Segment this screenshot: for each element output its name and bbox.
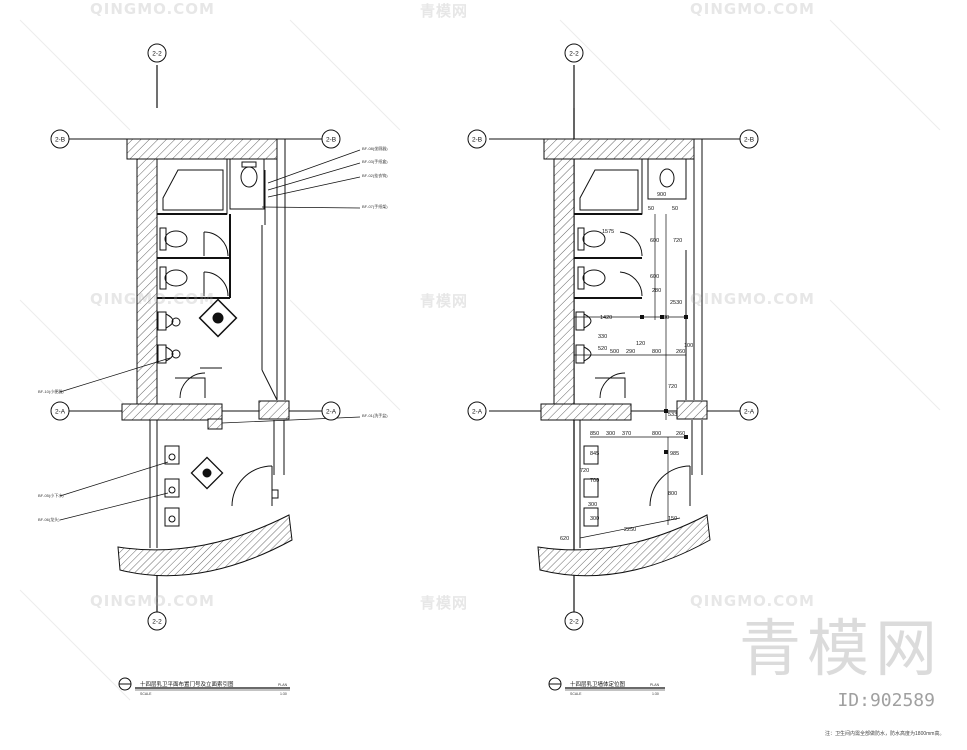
dimension-label: 850 [590,431,599,437]
dimension-label: 120 [636,341,645,347]
asset-id: ID:902589 [837,690,935,711]
dimension-label: 800 [652,431,661,437]
axis-bubbles [50,43,759,631]
axis-label-row-b-left: 2-B [55,137,65,144]
watermark-lines [19,19,941,701]
right-dimensions: 900 50 50 1575 720 600 600 280 2530 1420 900 330 520… [560,192,693,542]
dimension-label: 500 [610,349,619,355]
dimension-label: 900 [660,315,669,321]
dimension-label: 290 [626,349,635,355]
dimension-label: 2250 [624,527,636,533]
dimension-label: 280 [652,288,661,294]
dimension-label: 900 [657,192,666,198]
dimension-label: 620 [560,536,569,542]
axis-label-top-left: 2-2 [152,51,162,58]
callout-6: BF-01(洗手盆) [362,412,388,418]
callout-4: BF-07(手纸架) [362,203,388,209]
dimension-label: 600 [650,238,659,244]
dimension-label: 330 [598,334,607,340]
dimension-label: 50 [648,206,654,212]
axis-label-row-b-right2: 2-B [744,137,754,144]
dimension-label: 100 [684,343,693,349]
dimension-label: 800 [668,491,677,497]
axis-label-top-right: 2-2 [569,51,579,58]
left-title: 十四层乳卫平面布置门号及立面索引图 [140,680,234,688]
right-title-block: 十四层乳卫墙体定位图 SCALE PLAN 1:30 [548,677,665,696]
dimension-label: 370 [622,431,631,437]
dimension-label: 2530 [670,300,682,306]
right-scale-label: SCALE [570,692,582,696]
dimension-label: 300 [606,431,615,437]
right-floor-plan [489,65,742,612]
dimension-label: 1420 [600,315,612,321]
dimension-label: 533 [668,412,677,418]
dimension-label: 600 [650,274,659,280]
footnote: 注：卫生间内需全部做防水，防水高度为1800mm高。 [825,731,945,737]
callout-1: BF-08(坐厕器) [362,145,388,151]
axis-label-row-a-right2: 2-A [744,409,755,416]
axis-label-bottom-left: 2-2 [152,619,162,626]
brand-watermark: 青模网 [738,612,943,685]
dimension-label: 845 [590,451,599,457]
dimension-label: 300 [590,516,599,522]
dimension-label: 700 [590,478,599,484]
left-title-block: 十四层乳卫平面布置门号及立面索引图 SCALE PLAN 1:30 [118,677,290,696]
callout-7: BF-05(小下水) [38,492,64,498]
axis-label-row-a-left2: 2-A [326,409,337,416]
axis-label-row-b-right: 2-B [472,137,482,144]
left-callouts: BF-08(坐厕器) BF-03(手纸盒) BF-02(挂衣钩) BF-07(手… [38,145,388,522]
callout-3: BF-02(挂衣钩) [362,172,388,178]
dimension-label: 300 [588,502,597,508]
axis-label-bottom-right: 2-2 [569,619,579,626]
dimension-label: 260 [676,431,685,437]
axis-label-row-a-right: 2-A [472,409,483,416]
left-scale-value: 1:30 [280,692,287,696]
axis-label-row-a-left: 2-A [55,409,66,416]
dimension-label: 260 [676,349,685,355]
callout-5: BF-10(小便器) [38,388,64,394]
dimension-label: 150 [668,516,677,522]
axis-labels: 2-2 2-B 2-B 2-A 2-A 2-2 2-2 2-B 2-B 2-A … [55,51,755,626]
dimension-label: 520 [598,346,607,352]
right-scale-value: 1:30 [652,692,659,696]
callout-2: BF-03(手纸盒) [362,158,388,164]
dimension-label: 985 [670,451,679,457]
left-floor-plan [59,65,361,612]
dimension-label: 720 [580,468,589,474]
dimension-label: 720 [673,238,682,244]
left-scale-label: SCALE [140,692,152,696]
dimension-label: 720 [668,384,677,390]
dimension-label: 1575 [602,229,614,235]
axis-label-row-b-left2: 2-B [326,137,336,144]
right-plan-label: PLAN [650,683,660,687]
dimension-label: 800 [652,349,661,355]
right-title: 十四层乳卫墙体定位图 [570,680,626,688]
dimension-label: 50 [672,206,678,212]
callout-8: BF-06(龙头) [38,516,60,522]
left-plan-label: PLAN [278,683,288,687]
